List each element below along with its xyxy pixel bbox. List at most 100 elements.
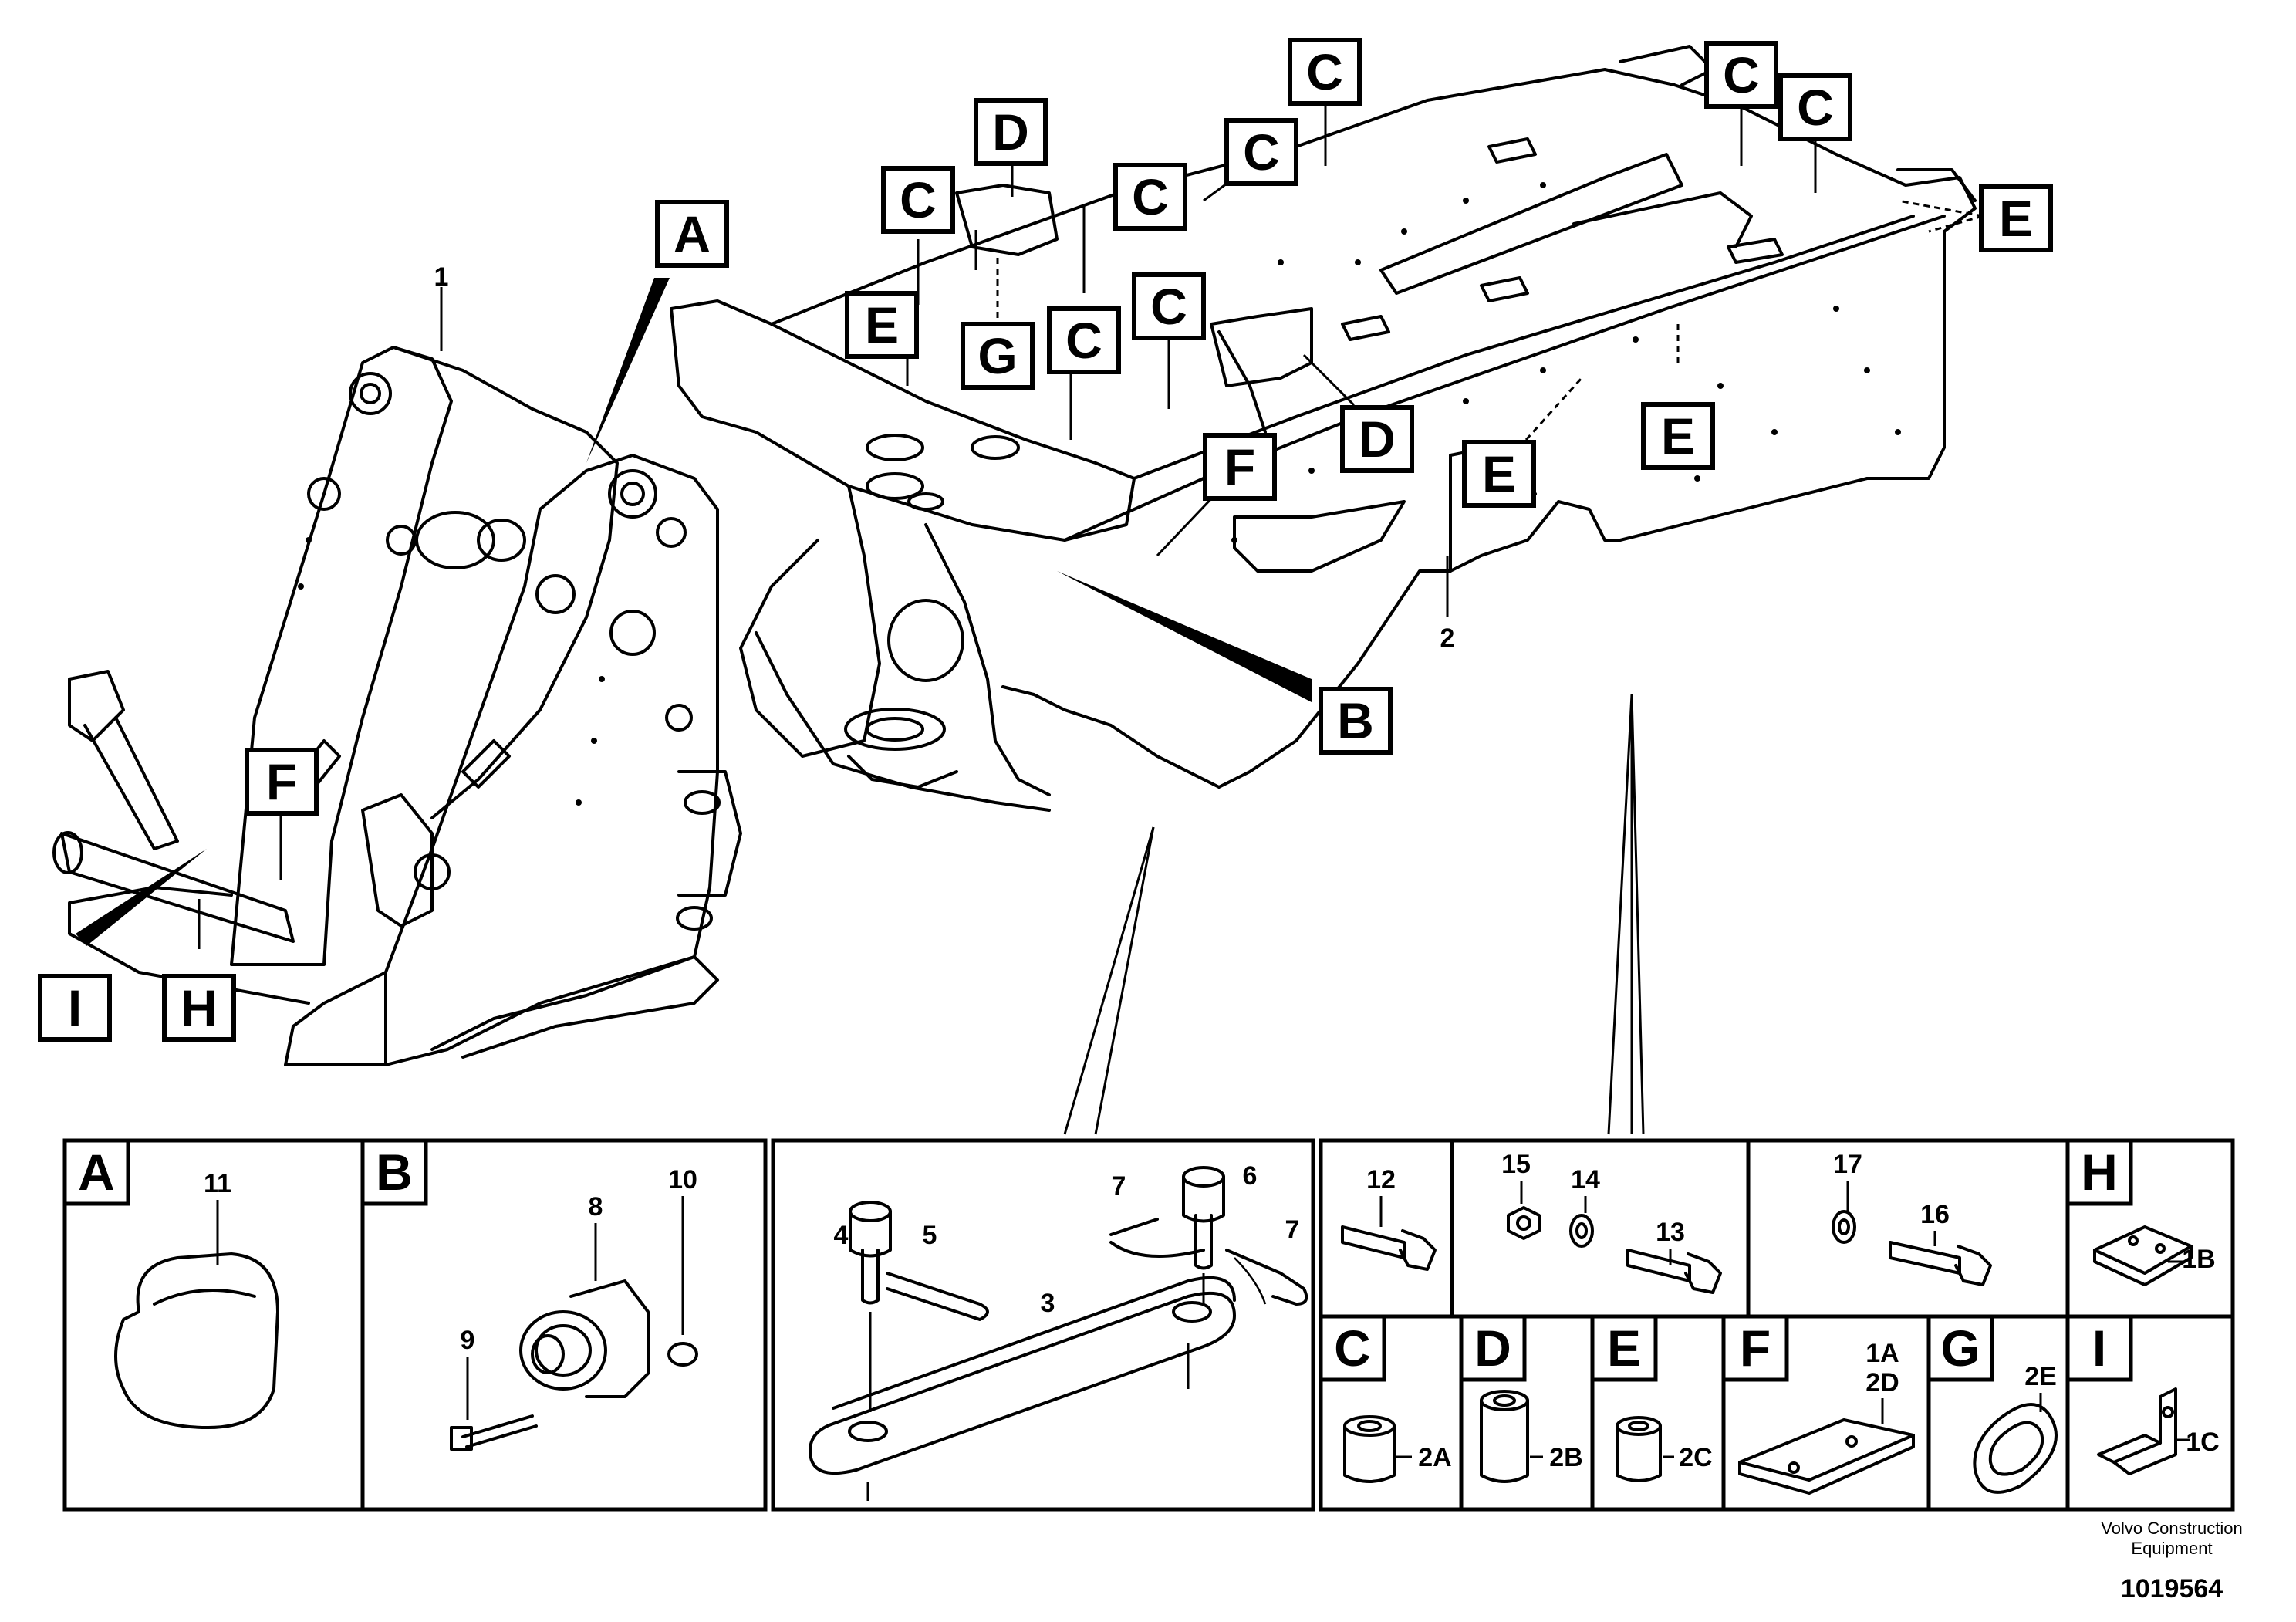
svg-text:D: D [1474,1320,1511,1377]
svg-text:A: A [78,1144,115,1201]
svg-text:E: E [1607,1320,1641,1377]
svg-text:D: D [1359,411,1396,468]
svg-text:9: 9 [461,1326,475,1355]
panel-H: H 1B [2065,1138,2235,1319]
item-number-2: 2 [1440,623,1455,653]
front-frame-drawing [52,346,742,1066]
svg-text:E: E [865,296,899,353]
svg-text:2D: 2D [1866,1368,1899,1397]
svg-text:C: C [1306,43,1343,100]
svg-text:1A: 1A [1866,1339,1899,1368]
svg-text:2E: 2E [2024,1362,2057,1391]
callout-E-4: E [1462,440,1536,508]
callout-H: H [162,974,236,1042]
bolt-icon [1889,1241,1992,1286]
svg-text:I: I [68,979,82,1036]
callout-G: G [961,322,1035,390]
callout-C-4: C [1224,118,1298,186]
cap-icon [114,1252,279,1429]
bracket-icon [2097,1387,2177,1475]
callout-C-2: C [1704,41,1778,109]
svg-text:F: F [1740,1320,1771,1377]
callout-E-2: E [845,291,919,359]
callout-C-8: C [1047,306,1121,374]
svg-text:G: G [977,327,1017,384]
svg-text:10: 10 [668,1165,697,1195]
svg-text:E: E [1482,445,1516,502]
nut-icon [667,1342,698,1367]
svg-text:15: 15 [1501,1150,1531,1179]
panel-E: E 2C [1590,1314,1726,1512]
svg-text:C: C [1065,312,1102,369]
bushing-icon [1480,1390,1529,1483]
svg-text:4: 4 [834,1221,849,1250]
svg-text:D: D [992,103,1029,161]
svg-text:14: 14 [1571,1165,1600,1195]
svg-text:I: I [2092,1320,2106,1377]
panel-B: B 8 9 10 [360,1138,768,1512]
svg-text:C: C [1132,168,1169,225]
svg-text:F: F [1224,438,1255,495]
svg-text:1C: 1C [2186,1428,2219,1457]
panel-F: F 1A 2D [1721,1314,1931,1512]
svg-text:B: B [376,1144,413,1201]
panel-bolt-12: 12 [1319,1138,1454,1319]
svg-text:2B: 2B [1549,1443,1582,1472]
svg-text:13: 13 [1656,1218,1685,1247]
plate-icon [2093,1225,2193,1286]
link-bar-icon [809,1276,1236,1475]
callout-F-1: F [1203,433,1277,501]
cotter-pin-icon [886,1218,1308,1321]
callout-B: B [1319,687,1393,755]
callout-D-1: D [974,98,1048,166]
svg-text:E: E [1999,190,2033,247]
ring-icon [1973,1403,2058,1494]
bushing-icon [1616,1416,1662,1482]
panel-A: A 11 [62,1138,365,1512]
bushing-icon [1343,1415,1396,1483]
svg-text:3: 3 [1041,1289,1055,1318]
panel-D: D 2B [1459,1314,1595,1512]
svg-text:C: C [1723,46,1760,103]
svg-text:7: 7 [1285,1215,1300,1245]
washer-icon [1832,1210,1856,1244]
svg-text:C: C [1243,123,1280,181]
panel-G: G 2E [1926,1314,2070,1512]
svg-text:12: 12 [1366,1165,1396,1195]
bolt-icon [1626,1249,1722,1294]
svg-text:5: 5 [923,1221,937,1250]
drawing-id: 1019564 [2121,1574,2223,1603]
callout-E-1: E [1979,184,2053,252]
grease-nipple-icon [519,1279,650,1398]
svg-text:C: C [1797,79,1834,136]
pin-icon [849,1166,1225,1501]
callout-C-1: C [1288,38,1362,106]
callout-C-6: C [1113,163,1187,231]
svg-text:H: H [2081,1144,2118,1201]
callout-C-3: C [1778,73,1852,141]
svg-text:2A: 2A [1418,1443,1451,1472]
svg-text:8: 8 [589,1192,603,1222]
svg-text:H: H [181,979,218,1036]
svg-text:17: 17 [1833,1150,1862,1179]
svg-text:11: 11 [204,1169,231,1198]
svg-text:16: 16 [1920,1200,1950,1229]
callout-C-5: C [881,166,955,234]
plate-icon [1738,1418,1915,1495]
item-number-1: 1 [434,262,449,292]
svg-text:G: G [1940,1320,1980,1377]
panel-link: 3 4 5 6 7 7 [771,1138,1315,1512]
bolt-icon [450,1414,538,1451]
rear-frame-drawing [670,45,1977,812]
svg-text:C: C [900,171,937,228]
brand-line-2: Equipment [2131,1539,2212,1558]
callout-I: I [38,974,112,1042]
panel-bolt-13: 15 14 13 [1450,1138,1751,1319]
callout-E-3: E [1641,402,1715,470]
svg-text:B: B [1337,692,1374,749]
svg-text:C: C [1150,278,1187,335]
svg-text:2C: 2C [1679,1443,1712,1472]
washer-icon [1569,1214,1594,1248]
callout-A: A [655,200,729,268]
